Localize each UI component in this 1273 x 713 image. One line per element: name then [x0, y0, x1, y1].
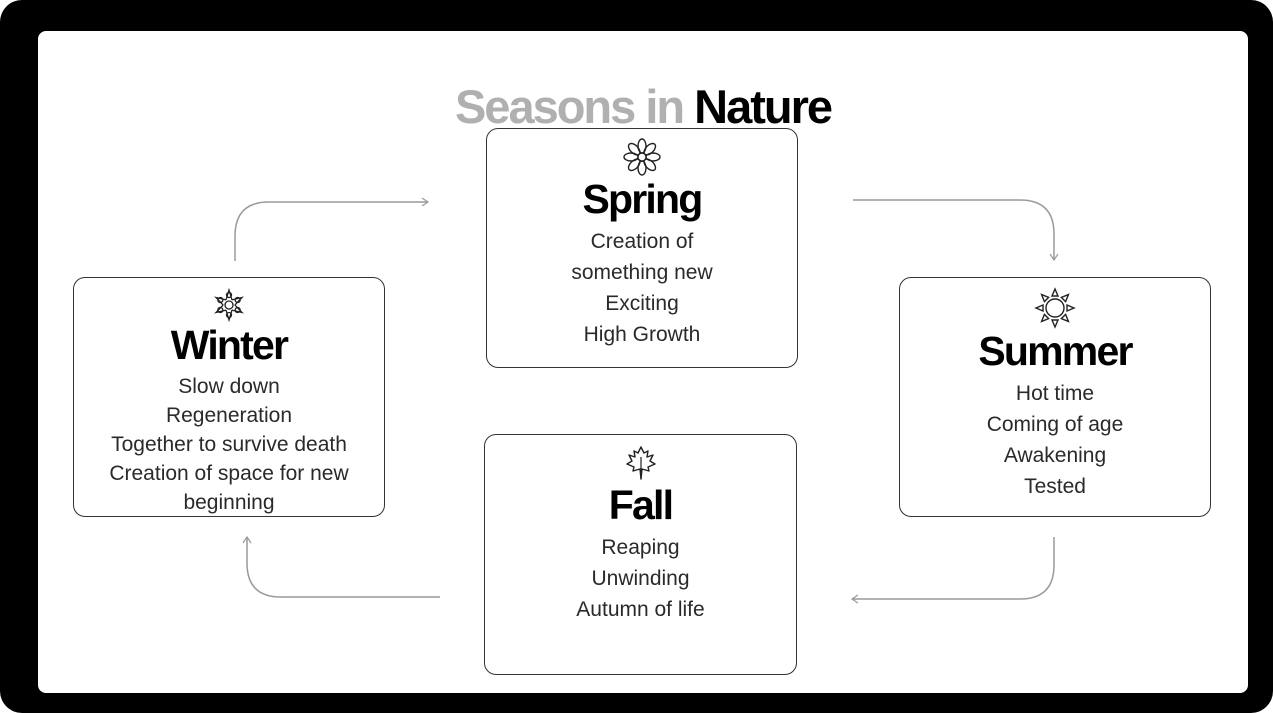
season-lines-spring: Creation of something new Exciting High …	[487, 226, 797, 350]
diagram-title: Seasons in Nature	[38, 83, 1248, 130]
season-name-spring: Spring	[582, 176, 703, 222]
season-name-winter: Winter	[170, 322, 289, 368]
winter-line: beginning	[183, 491, 275, 514]
season-name-summer: Summer	[978, 328, 1133, 374]
slide-canvas: Seasons in Nature	[38, 31, 1248, 693]
summer-line: Coming of age	[986, 413, 1124, 436]
winter-line: Slow down	[178, 375, 280, 398]
arrow-spring-to-summer	[853, 199, 1059, 262]
winter-line: Together to survive death	[111, 433, 347, 456]
spring-line: High Growth	[583, 323, 701, 346]
maple-leaf-icon	[625, 446, 656, 480]
fall-line: Autumn of life	[576, 598, 705, 621]
season-lines-winter: Slow down Regeneration Together to survi…	[74, 372, 384, 517]
title-part-dark: Nature	[694, 80, 833, 133]
card-fall: Fall Reaping Unwinding Autumn of life	[484, 434, 797, 675]
fall-line: Unwinding	[591, 567, 690, 590]
arrow-summer-to-fall	[850, 537, 1055, 604]
title-part-light: Seasons in	[454, 80, 685, 133]
winter-line: Regeneration	[165, 404, 293, 427]
sun-icon	[1034, 287, 1076, 329]
card-spring: Spring Creation of something new Excitin…	[486, 128, 798, 368]
season-lines-fall: Reaping Unwinding Autumn of life	[485, 532, 796, 625]
summer-line: Tested	[1024, 475, 1086, 498]
summer-line: Hot time	[1015, 382, 1095, 405]
card-summer: Summer Hot time Coming of age Awakening …	[899, 277, 1211, 517]
season-name-fall: Fall	[608, 482, 674, 528]
spring-line: Creation of	[590, 230, 694, 253]
card-winter: Winter Slow down Regeneration Together t…	[73, 277, 385, 517]
arrow-winter-to-spring	[234, 197, 430, 261]
fall-line: Reaping	[601, 536, 680, 559]
arrow-fall-to-winter	[242, 535, 440, 598]
summer-line: Awakening	[1003, 444, 1107, 467]
spring-line: Exciting	[605, 292, 679, 315]
snowflake-icon	[214, 287, 244, 323]
season-lines-summer: Hot time Coming of age Awakening Tested	[900, 378, 1210, 502]
cycle-arrows	[234, 197, 1059, 604]
spring-line: something new	[571, 261, 713, 284]
flower-icon	[623, 138, 661, 176]
winter-line: Creation of space for new	[109, 462, 349, 485]
